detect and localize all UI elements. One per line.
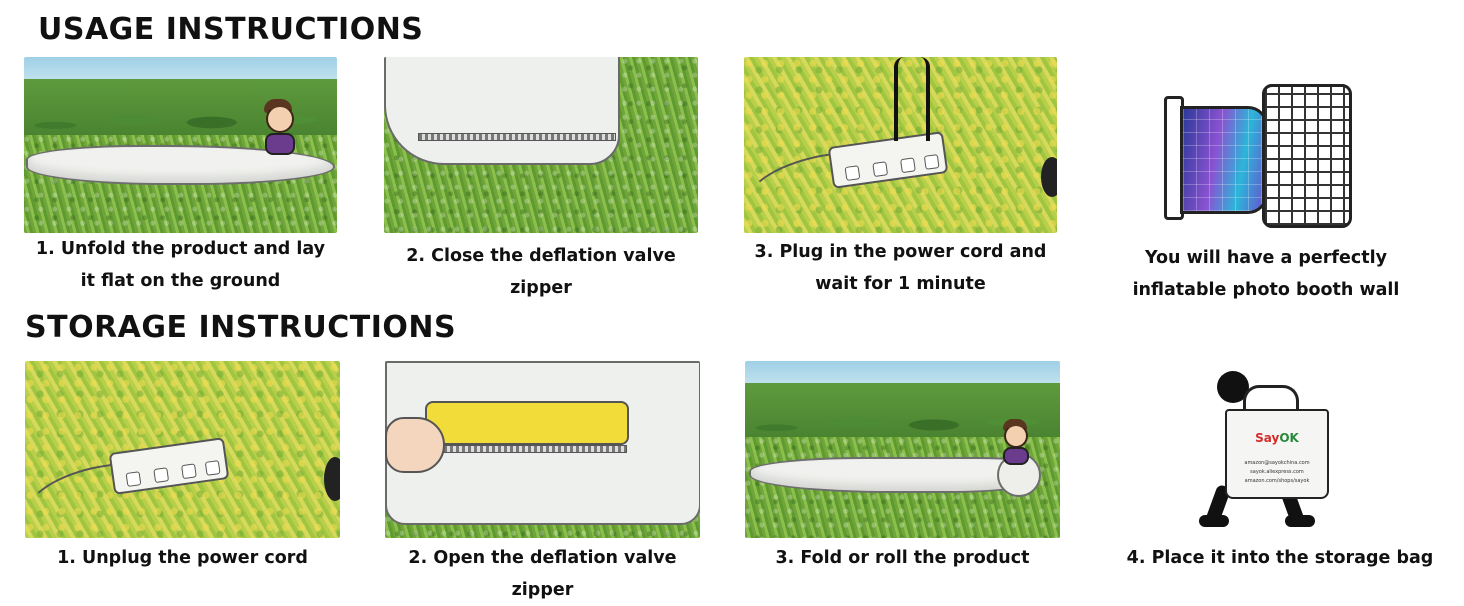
caption-line-1: 1. Unfold the product and lay <box>35 239 326 259</box>
usage-result: You will have a perfectly inflatable pho… <box>1110 80 1422 310</box>
storage-step-1: 1. Unplug the power cord <box>25 361 340 581</box>
caption-line-2: inflatable photo booth wall <box>1132 280 1400 300</box>
plug-power-illustration <box>744 57 1057 233</box>
storage-step-3-caption: 3. Fold or roll the product <box>745 542 1060 574</box>
usage-instructions-heading: USAGE INSTRUCTIONS <box>38 12 424 47</box>
zipper-icon <box>418 133 616 141</box>
usage-result-caption: You will have a perfectly inflatable pho… <box>1110 242 1422 306</box>
zipper-icon <box>425 445 627 453</box>
caption-line-1: You will have a perfectly <box>1144 248 1388 268</box>
caption-line-1: 1. Unplug the power cord <box>57 548 308 568</box>
caption-line-2: it flat on the ground <box>80 271 281 291</box>
caption-line-1: 2. Close the deflation valve zipper <box>406 246 676 298</box>
storage-step-4: SayOK amazon@sayokchina.com sayok.aliexp… <box>1125 365 1435 581</box>
unplug-power-illustration <box>25 361 340 538</box>
usage-step-1-caption: 1. Unfold the product and lay it flat on… <box>24 233 337 297</box>
usage-step-3: 3. Plug in the power cord and wait for 1… <box>744 57 1057 297</box>
booth-wall-icon <box>1110 80 1422 230</box>
storage-bag-icon: SayOK amazon@sayokchina.com sayok.aliexp… <box>1225 409 1329 499</box>
storage-instructions-heading: STORAGE INSTRUCTIONS <box>25 310 457 345</box>
power-plug-icon <box>894 57 930 141</box>
close-zipper-illustration <box>384 57 698 233</box>
storage-step-2-caption: 2. Open the deflation valve zipper <box>385 542 700 606</box>
deflated-wall-icon <box>749 457 1033 493</box>
caption-line-1: 2. Open the deflation valve zipper <box>408 548 677 600</box>
power-strip-icon <box>827 131 949 189</box>
usage-step-2: 2. Close the deflation valve zipper <box>384 57 698 298</box>
caption-line-1: 3. Plug in the power cord and <box>754 242 1047 262</box>
storage-step-1-caption: 1. Unplug the power cord <box>25 542 340 574</box>
usage-step-2-caption: 2. Close the deflation valve zipper <box>384 240 698 304</box>
storage-step-2: 2. Open the deflation valve zipper <box>385 361 700 600</box>
person-carrying-icon: SayOK amazon@sayokchina.com sayok.aliexp… <box>1125 365 1435 535</box>
storage-step-3: 3. Fold or roll the product <box>745 361 1060 581</box>
roll-product-illustration <box>745 361 1060 538</box>
kid-figure-icon <box>999 419 1035 469</box>
caption-line-1: 3. Fold or roll the product <box>775 548 1030 568</box>
power-strip-icon <box>108 437 230 495</box>
unfold-product-illustration <box>24 57 337 233</box>
caption-line-1: 4. Place it into the storage bag <box>1126 548 1434 568</box>
caption-line-2: wait for 1 minute <box>815 274 986 294</box>
storage-step-4-caption: 4. Place it into the storage bag <box>1125 542 1435 574</box>
usage-step-3-caption: 3. Plug in the power cord and wait for 1… <box>744 236 1057 300</box>
bag-brand-logo: SayOK <box>1255 431 1299 445</box>
bag-contact-lines: amazon@sayokchina.com sayok.aliexpress.c… <box>1244 460 1310 484</box>
kid-figure-icon <box>260 99 300 159</box>
open-zipper-illustration <box>385 361 700 538</box>
usage-step-1: 1. Unfold the product and lay it flat on… <box>24 57 337 297</box>
